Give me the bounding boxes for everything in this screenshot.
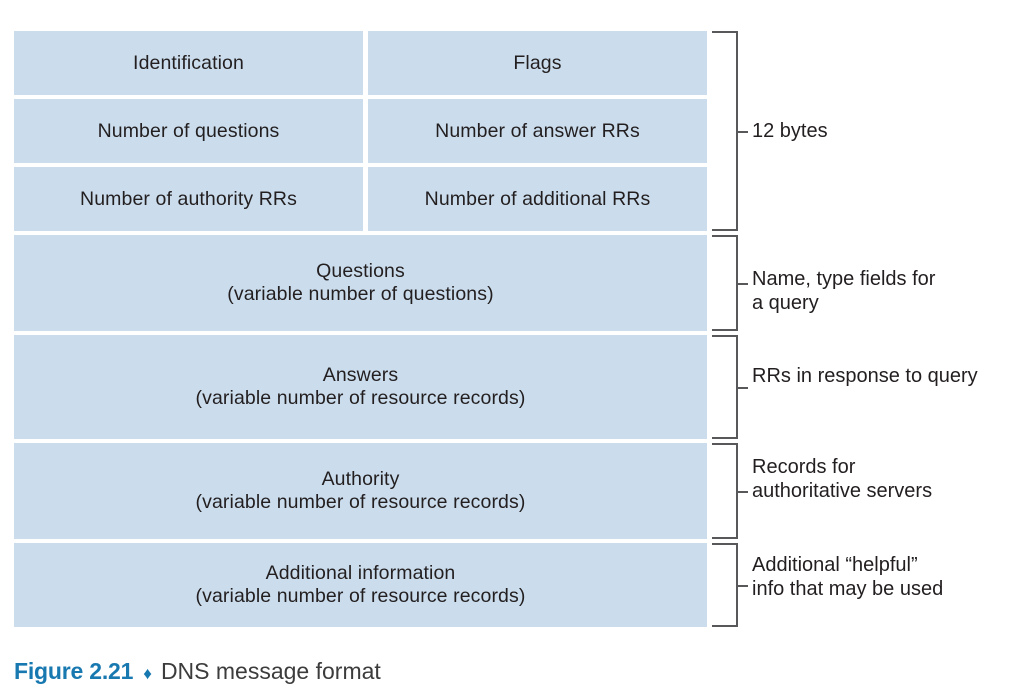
annotation-line-1: Name, type fields for: [752, 268, 936, 290]
field-title: Additional information: [265, 562, 456, 584]
field-box-authority: Authority (variable number of resource r…: [14, 443, 707, 539]
bracket-tick: [737, 491, 748, 493]
bracket-header: [712, 31, 748, 231]
field-label: Number of questions: [97, 119, 280, 142]
field-box-additional-information: Additional information (variable number …: [14, 543, 707, 627]
field-label: Number of authority RRs: [80, 187, 297, 210]
field-label: Number of additional RRs: [424, 187, 651, 210]
bracket-questions: [712, 235, 748, 331]
field-subtitle: (variable number of resource records): [195, 387, 526, 409]
bracket-additional: [712, 543, 748, 627]
field-box-flags: Flags: [368, 31, 707, 95]
annotation-records-for-authoritative-servers: Records for authoritative servers: [752, 455, 932, 504]
field-box-number-of-authority-rrs: Number of authority RRs: [14, 167, 363, 231]
bracket-tick: [737, 131, 748, 133]
annotation-name-type-fields: Name, type fields for a query: [752, 267, 935, 316]
annotation-line-2: authoritative servers: [752, 480, 933, 503]
field-box-number-of-questions: Number of questions: [14, 99, 363, 163]
annotation-rrs-in-response: RRs in response to query: [752, 364, 978, 388]
field-subtitle: (variable number of resource records): [195, 585, 526, 607]
field-box-number-of-answer-rrs: Number of answer RRs: [368, 99, 707, 163]
field-title: Answers: [322, 364, 399, 386]
bracket-answers: [712, 335, 748, 439]
annotation-12-bytes: 12 bytes: [752, 119, 828, 143]
field-label: Identification: [133, 51, 244, 74]
annotation-line-2: a query: [752, 292, 819, 315]
figure-number: Figure 2.21: [14, 658, 134, 684]
figure-title: DNS message format: [160, 658, 381, 684]
diamond-icon: ♦: [143, 664, 152, 683]
field-subtitle: (variable number of questions): [227, 283, 494, 305]
bracket-authority: [712, 443, 748, 539]
bracket-tick: [737, 387, 748, 389]
annotation-additional-helpful-info: Additional “helpful” info that may be us…: [752, 553, 943, 602]
field-label: Flags: [513, 51, 562, 74]
field-title: Questions: [316, 260, 405, 282]
annotation-line-2: info that may be used: [752, 578, 944, 601]
bracket-tick: [737, 283, 748, 285]
field-title: Authority: [321, 468, 400, 490]
field-box-identification: Identification: [14, 31, 363, 95]
annotation-line-1: RRs in response to query: [752, 365, 978, 387]
field-box-answers: Answers (variable number of resource rec…: [14, 335, 707, 439]
field-subtitle: (variable number of resource records): [195, 491, 526, 513]
figure-caption: Figure 2.21 ♦ DNS message format: [14, 658, 381, 685]
annotation-line-1: 12 bytes: [752, 120, 828, 142]
bracket-tick: [737, 585, 748, 587]
field-label: Number of answer RRs: [435, 119, 640, 142]
annotation-line-1: Additional “helpful”: [752, 554, 918, 576]
field-box-number-of-additional-rrs: Number of additional RRs: [368, 167, 707, 231]
annotation-line-1: Records for: [752, 456, 856, 478]
field-box-questions: Questions (variable number of questions): [14, 235, 707, 331]
